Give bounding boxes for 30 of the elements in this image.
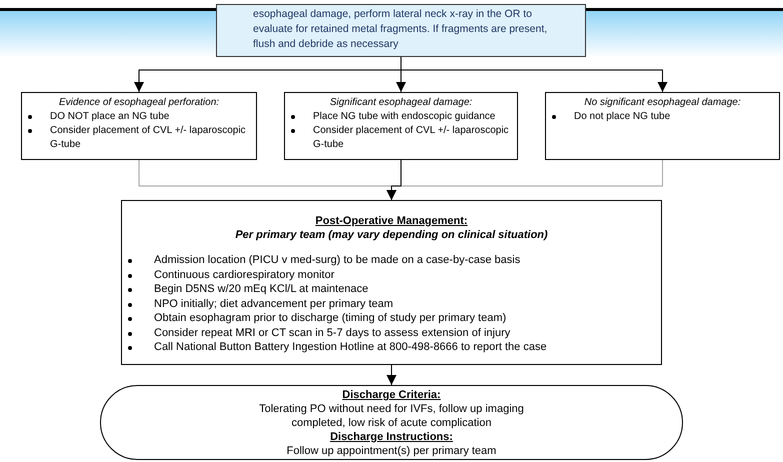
bullet-item: Call National Button Battery Ingestion Hotline at 800-498-8666 to report the case xyxy=(154,341,547,354)
section-heading: Post-Operative Management: xyxy=(314,215,469,228)
bullet-item: DO NOT place an NG tube xyxy=(50,110,170,124)
bullet-item: Begin D5NS w/20 mEq KCl/L at maintenace xyxy=(154,283,368,296)
arrow xyxy=(386,160,402,200)
arrow xyxy=(386,364,396,386)
branch-heading: No significant esophageal damage: xyxy=(583,96,742,110)
bullet-item: Consider placement of CVL +/- laparoscopic G-tube xyxy=(50,124,247,152)
section-heading: Discharge Instructions: xyxy=(329,430,454,444)
bullet-item: Place NG tube with endoscopic guidance xyxy=(313,110,496,124)
process-box xyxy=(216,4,586,57)
bullet-item: Obtain esophagram prior to discharge (timing of study per primary team) xyxy=(154,312,506,326)
bullet-item: Consider placement of CVL +/- laparoscopic G-tube xyxy=(313,124,510,152)
decision-outcome-box xyxy=(284,92,518,160)
decision-outcome-box xyxy=(21,92,257,160)
section-subheading: Per primary team (may vary depending on clinical situation) xyxy=(234,228,549,242)
branch-heading: Significant esophageal damage: xyxy=(328,96,474,110)
criteria-text: Tolerating PO without need for IVFs, follow up imaging completed, low risk of acute complication xyxy=(258,402,525,430)
arrow xyxy=(400,56,668,92)
process-box xyxy=(121,200,662,365)
bullet-item: NPO initially; diet advancement per primary team xyxy=(154,298,394,311)
instruction-text: esophageal damage, perform lateral neck x-ray in the OR to evaluate for retained metal fragments. If fragments are present, flush and debride as necessary xyxy=(253,7,548,52)
bullet-item: Do not place NG tube xyxy=(574,110,670,124)
bullet-item: Consider repeat MRI or CT scan in 5-7 days to assess extension of injury xyxy=(154,326,510,340)
branch-heading: Evidence of esophageal perforation: xyxy=(58,96,220,110)
section-heading: Discharge Criteria: xyxy=(341,388,442,402)
criteria-text: Follow up appointment(s) per primary team xyxy=(286,444,498,458)
decision-outcome-box xyxy=(545,92,780,160)
bullet-item: Continuous cardiorespiratory monitor xyxy=(154,268,334,282)
bullet-item: Admission location (PICU v med-surg) to be made on a case-by-case basis xyxy=(154,254,520,268)
